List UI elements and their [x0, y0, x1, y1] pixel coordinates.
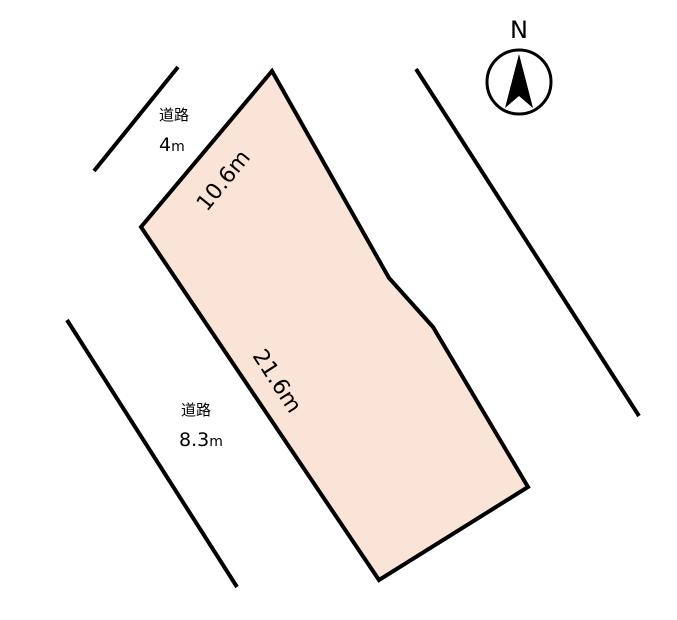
road-line-right: [414, 67, 641, 418]
road-line-upper: [92, 65, 180, 173]
road-lower-name: 道路: [181, 401, 211, 419]
north-label: N: [510, 16, 528, 44]
road-lower-width: 8.3m: [179, 429, 223, 451]
road-upper-width-unit: m: [171, 139, 185, 155]
road-lower-width-value: 8.3: [179, 429, 209, 451]
road-lower-width-unit: m: [209, 434, 223, 450]
road-line-lower: [65, 318, 239, 589]
road-upper-name: 道路: [159, 106, 189, 124]
north-arrow-icon: [485, 48, 553, 116]
road-upper-width: 4m: [159, 134, 185, 156]
lot-parcel: [138, 67, 531, 583]
road-upper-width-value: 4: [159, 134, 171, 156]
